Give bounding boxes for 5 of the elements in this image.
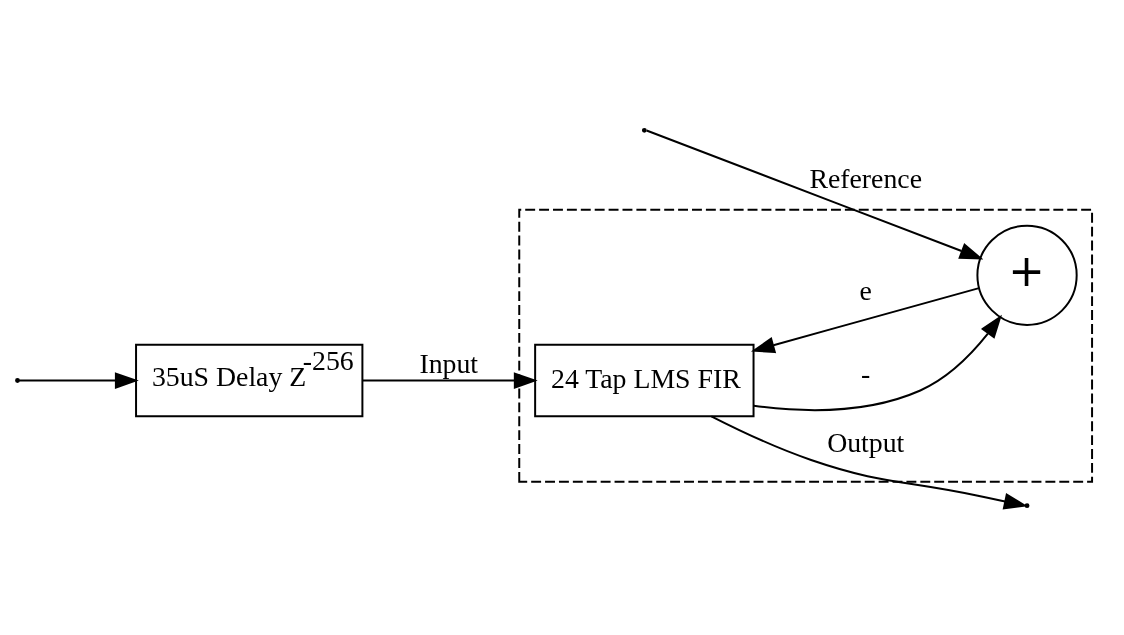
edge-label: Output: [827, 426, 905, 458]
edge-label: -: [861, 357, 871, 389]
edge-label: Input: [419, 347, 479, 379]
edge-label: Reference: [809, 162, 923, 194]
edge-label: e: [859, 274, 872, 306]
